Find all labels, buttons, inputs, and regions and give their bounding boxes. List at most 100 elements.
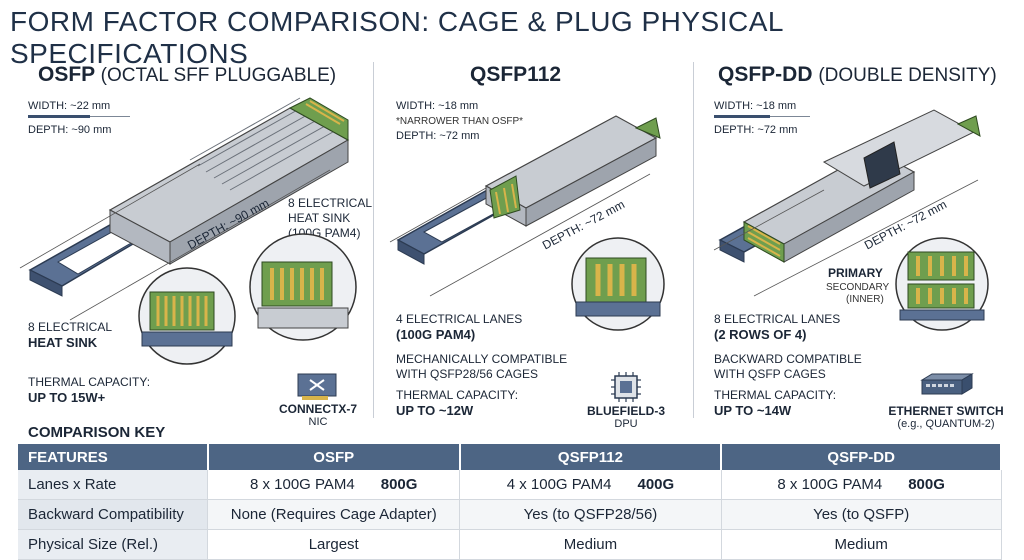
qsfpdd-compat-line2: WITH QSFP CAGES <box>714 367 826 381</box>
qsfpdd-thermal: THERMAL CAPACITY: UP TO ~14W <box>714 388 836 419</box>
row-feature: Physical Size (Rel.) <box>18 529 209 560</box>
qsfpdd-width-bar-line <box>770 116 810 117</box>
osfp-lanes: 8 ELECTRICAL HEAT SINK <box>28 320 112 351</box>
osfp-width-bar <box>28 115 90 118</box>
cell-qsfp112: Yes (to QSFP28/56) <box>459 499 722 530</box>
qsfp112-device-name: BLUEFIELD-3 <box>587 404 665 418</box>
qsfpdd-zoom-connector <box>895 237 989 331</box>
qsfpdd-device-name: ETHERNET SWITCH <box>888 404 1004 418</box>
cell-qsfp112-speed: 400G <box>637 476 675 493</box>
row-feature: Backward Compatibility <box>18 499 209 530</box>
qsfp112-zoom-connector <box>571 237 665 331</box>
osfp-lanes-line2: HEAT SINK <box>28 335 112 351</box>
qsfpdd-thermal-value: UP TO ~14W <box>714 403 792 418</box>
row-feature: Lanes x Rate <box>18 470 209 500</box>
qsfpdd-name: QSFP-DD <box>718 63 813 86</box>
osfp-callout-line2: HEAT SINK <box>288 211 351 225</box>
cell-qsfpdd-rate: 8 x 100G PAM4 <box>777 476 883 493</box>
column-divider <box>373 62 374 418</box>
cell-qsfp112: Medium <box>459 529 722 560</box>
cell-qsfp112-rate: 4 x 100G PAM4 <box>506 476 612 493</box>
table-header-qsfp112: QSFP112 <box>459 444 723 470</box>
table-row: Physical Size (Rel.) Largest Medium Medi… <box>18 529 1002 560</box>
table-header-features: FEATURES <box>18 444 209 470</box>
osfp-device-name: CONNECTX-7 <box>278 402 357 416</box>
osfp-full-name: (OCTAL SFF PLUGGABLE) <box>100 65 337 86</box>
qsfp112-thermal: THERMAL CAPACITY: UP TO ~12W <box>396 388 518 419</box>
cell-qsfpdd: 8 x 100G PAM4 800G <box>721 470 1002 500</box>
qsfp112-module-illustration <box>389 115 661 297</box>
osfp-thermal-value: UP TO 15W+ <box>28 390 106 405</box>
qsfpdd-thermal-label: THERMAL CAPACITY: <box>714 388 837 402</box>
osfp-zoom-connector <box>249 233 357 341</box>
osfp-lanes-line2-text: HEAT SINK <box>28 335 98 350</box>
qsfp112-thermal-label: THERMAL CAPACITY: <box>396 388 519 402</box>
osfp-device-sub: NIC <box>308 416 328 428</box>
page-title: FORM FACTOR COMPARISON: CAGE & PLUG PHYS… <box>10 6 783 69</box>
table-row: Lanes x Rate 8 x 100G PAM4 800G 4 x 100G … <box>18 470 1002 500</box>
cell-osfp: Largest <box>207 529 461 560</box>
osfp-module-illustration <box>19 97 350 321</box>
qsfpdd-width-bar <box>714 115 770 118</box>
qsfp112-lanes: 4 ELECTRICAL LANES (100G PAM4) <box>396 312 522 343</box>
cell-osfp-speed: 800G <box>380 476 418 493</box>
qsfpdd-full-name: (DOUBLE DENSITY) <box>818 65 997 86</box>
qsfp112-title: QSFP112 <box>470 63 561 87</box>
qsfp112-width: WIDTH: ~18 mm <box>396 100 479 112</box>
qsfp112-compat: MECHANICALLY COMPATIBLE WITH QSFP28/56 C… <box>396 352 567 382</box>
qsfpdd-compat-line1: BACKWARD COMPATIBLE <box>714 352 862 366</box>
table-row: Backward Compatibility None (Requires Ca… <box>18 499 1002 530</box>
qsfp112-note: *NARROWER THAN OSFP* <box>396 116 524 127</box>
table-header-qsfpdd: QSFP-DD <box>721 444 1002 470</box>
ethernet-switch-icon <box>920 373 974 395</box>
qsfp112-thermal-value-wrap: UP TO ~12W <box>396 403 518 419</box>
table-header-row: FEATURES OSFP QSFP112 QSFP-DD <box>18 444 1002 470</box>
osfp-width: WIDTH: ~22 mm <box>28 100 111 112</box>
osfp-thermal-label: THERMAL CAPACITY: <box>28 375 151 389</box>
table-header-osfp: OSFP <box>207 444 461 470</box>
qsfpdd-lanes-line1: 8 ELECTRICAL LANES <box>714 312 841 326</box>
osfp-name: OSFP <box>38 63 95 86</box>
qsfpdd-secondary: SECONDARY <box>826 282 890 293</box>
cell-osfp: None (Requires Cage Adapter) <box>207 499 461 530</box>
cell-osfp-rate: 8 x 100G PAM4 <box>249 476 355 493</box>
osfp-callout-line1: 8 ELECTRICAL <box>288 196 373 210</box>
qsfpdd-device-sub: (e.g., QUANTUM-2) <box>897 418 995 430</box>
cell-osfp: 8 x 100G PAM4 800G <box>207 470 461 500</box>
comparison-table: FEATURES OSFP QSFP112 QSFP-DD Lanes x Ra… <box>18 444 1002 560</box>
qsfp112-lanes-line1: 4 ELECTRICAL LANES <box>396 312 523 326</box>
qsfpdd-lanes-line2-wrap: (2 ROWS OF 4) <box>714 327 840 343</box>
qsfp112-compat-line2: WITH QSFP28/56 CAGES <box>396 367 539 381</box>
qsfpdd-thermal-value-wrap: UP TO ~14W <box>714 403 836 419</box>
qsfpdd-module-illustration <box>713 109 981 297</box>
qsfp112-device-sub: DPU <box>614 418 638 430</box>
qsfpdd-primary: PRIMARY <box>828 266 883 280</box>
cell-qsfp112: 4 x 100G PAM4 400G <box>459 470 722 500</box>
qsfpdd-title: QSFP-DD (DOUBLE DENSITY) <box>718 63 997 87</box>
qsfp112-thermal-value: UP TO ~12W <box>396 403 474 418</box>
osfp-lanes-line1: 8 ELECTRICAL <box>28 320 113 334</box>
qsfpdd-lanes-line2: (2 ROWS OF 4) <box>714 327 807 342</box>
cell-qsfpdd: Medium <box>721 529 1002 560</box>
osfp-thermal-value-wrap: UP TO 15W+ <box>28 390 150 406</box>
nic-card-icon <box>297 373 337 400</box>
qsfpdd-width: WIDTH: ~18 mm <box>714 100 797 112</box>
qsfp112-lanes-line2-wrap: (100G PAM4) <box>396 327 522 343</box>
qsfpdd-compat: BACKWARD COMPATIBLE WITH QSFP CAGES <box>714 352 862 382</box>
qsfp112-name: QSFP112 <box>470 63 562 86</box>
column-divider <box>693 62 694 418</box>
osfp-zoom-heatsink <box>138 267 236 365</box>
qsfpdd-depth: DEPTH: ~72 mm <box>714 124 798 136</box>
cell-qsfpdd: Yes (to QSFP) <box>721 499 1002 530</box>
comparison-key-title: COMPARISON KEY <box>28 424 166 441</box>
dpu-chip-icon <box>611 372 641 402</box>
qsfp112-compat-line1: MECHANICALLY COMPATIBLE <box>396 352 568 366</box>
qsfpdd-inner: (INNER) <box>846 294 884 305</box>
qsfp112-lanes-line2: (100G PAM4) <box>396 327 476 342</box>
osfp-width-bar-line <box>90 116 130 117</box>
qsfpdd-lanes: 8 ELECTRICAL LANES (2 ROWS OF 4) <box>714 312 840 343</box>
osfp-thermal: THERMAL CAPACITY: UP TO 15W+ <box>28 375 150 406</box>
qsfp112-depth: DEPTH: ~72 mm <box>396 130 480 142</box>
cell-qsfpdd-speed: 800G <box>908 476 945 493</box>
osfp-depth: DEPTH: ~90 mm <box>28 124 112 136</box>
